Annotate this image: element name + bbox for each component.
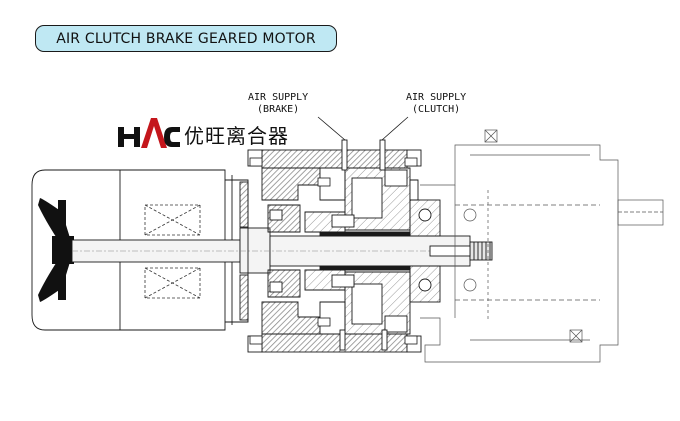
brand-chinese-name: 优旺离合器 <box>184 124 289 148</box>
bolts <box>249 157 418 345</box>
clutch-air-supply-line1: AIR SUPPLY <box>406 92 467 103</box>
clutch-air-supply-label: AIR SUPPLY (CLUTCH) <box>406 92 466 116</box>
air-supply-leaders <box>317 116 409 141</box>
clutch-brake-upper <box>247 149 422 237</box>
motor-flange <box>225 179 249 323</box>
brake-air-supply-label: AIR SUPPLY (BRAKE) <box>248 92 308 116</box>
brake-air-supply-line1: AIR SUPPLY <box>248 92 309 103</box>
main-shaft <box>71 227 471 274</box>
bearing-housing <box>409 179 441 303</box>
air-supply-pipes <box>339 139 388 351</box>
diagram-title: AIR CLUTCH BRAKE GEARED MOTOR <box>35 25 337 52</box>
stator-windings <box>144 204 201 299</box>
hac-logo <box>118 118 180 148</box>
clutch-air-supply-line2: (CLUTCH) <box>412 104 461 115</box>
clutch-brake-lower <box>247 265 422 353</box>
brake-air-supply-line2: (BRAKE) <box>257 104 300 115</box>
output-shaft <box>429 241 493 261</box>
cooling-fan <box>38 198 74 302</box>
gearbox <box>420 129 664 363</box>
